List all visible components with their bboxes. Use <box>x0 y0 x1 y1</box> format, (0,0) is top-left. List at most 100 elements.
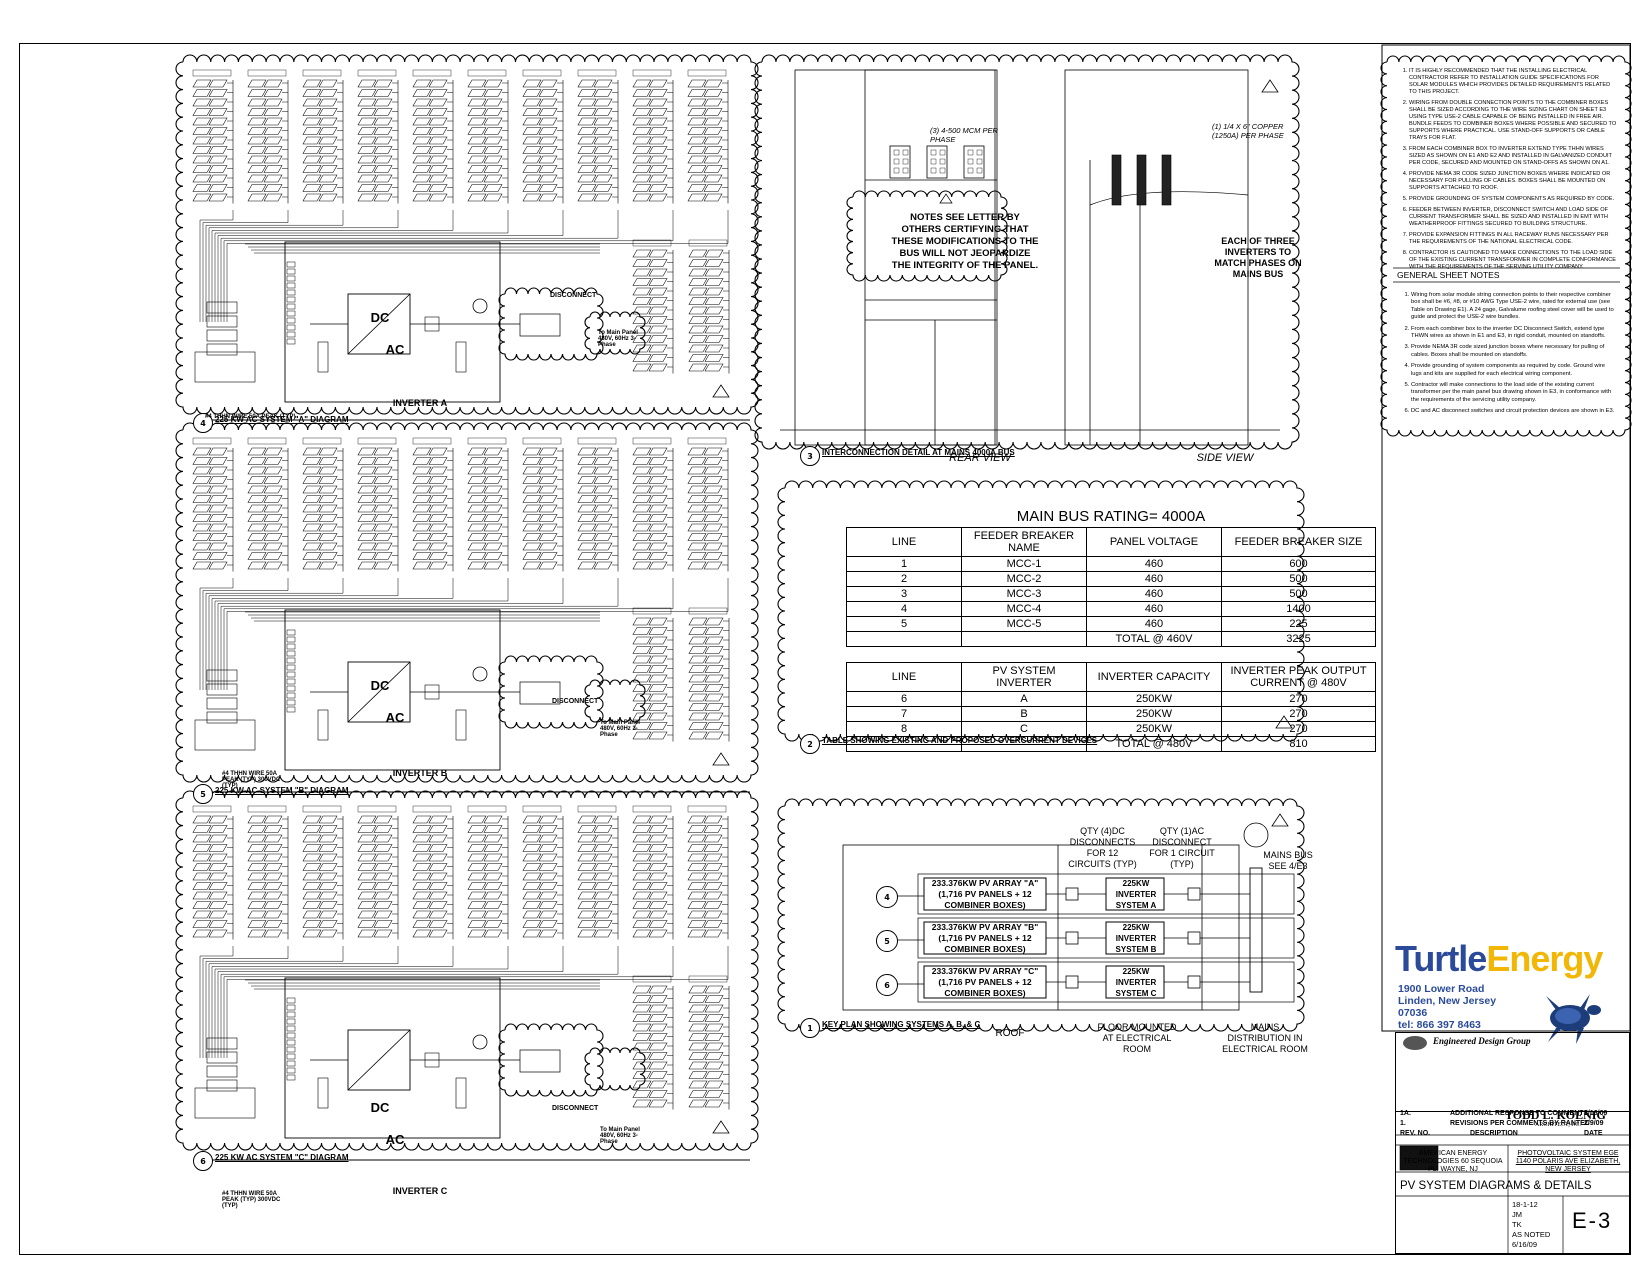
pv-panel <box>703 552 723 560</box>
bus-table-title: MAIN BUS RATING= 4000A <box>1016 508 1206 525</box>
pv-panel <box>412 98 432 107</box>
pv-panel <box>247 853 267 862</box>
pv-panel <box>538 853 558 862</box>
pv-panel <box>648 872 668 881</box>
pv-panel <box>318 910 338 919</box>
pv-panel <box>192 542 212 551</box>
pv-panel <box>318 863 338 871</box>
pv-panel <box>357 98 377 107</box>
pv-panel <box>412 127 432 135</box>
pv-panel <box>648 693 668 702</box>
pv-panel <box>373 447 393 456</box>
pv-panel <box>688 731 708 740</box>
pv-panel <box>577 193 597 202</box>
lug-bolt <box>893 149 900 156</box>
pv-panel <box>577 882 597 890</box>
sheet-note: FROM EACH COMBINER BOX TO INVERTER EXTEN… <box>1409 146 1617 167</box>
pv-panel <box>373 815 393 824</box>
terminal <box>286 1032 296 1039</box>
title-block-field: JM <box>1512 1210 1522 1219</box>
pv-panel <box>428 901 448 909</box>
sheet-note: PROVIDE GROUNDING OF SYSTEM COMPONENTS A… <box>1409 196 1617 203</box>
pv-panel <box>428 891 448 900</box>
terminal <box>286 338 296 345</box>
pv-panel <box>648 834 668 843</box>
key-detail-tag <box>1243 822 1269 848</box>
pv-panel <box>632 504 652 513</box>
pv-panel <box>648 335 668 343</box>
pv-panel <box>263 542 283 551</box>
pv-panel <box>208 882 228 890</box>
revision-cell: 2/9/09 <box>1584 1120 1604 1127</box>
inverter-a-dc: DC <box>370 310 390 325</box>
pv-panel <box>687 901 707 909</box>
pv-panel <box>357 920 377 928</box>
inverter-c-dc: DC <box>370 1100 390 1115</box>
pv-panel <box>263 863 283 871</box>
pv-panel <box>373 184 393 192</box>
pv-panel <box>247 117 267 126</box>
pv-panel <box>428 514 448 522</box>
pv-panel <box>247 901 267 909</box>
pv-panel <box>467 127 487 135</box>
pv-panel <box>192 514 212 522</box>
pv-panel <box>357 79 377 88</box>
pv-panel <box>373 825 393 833</box>
pv-panel <box>632 665 652 673</box>
combiner-box-tag <box>577 805 617 813</box>
pv-panel <box>208 561 228 570</box>
combiner-box-tag <box>467 69 507 77</box>
pv-panel <box>648 79 668 88</box>
pv-panel <box>318 815 338 824</box>
pv-panel <box>373 89 393 97</box>
pv-panel <box>302 89 322 97</box>
pv-panel <box>357 872 377 881</box>
pv-panel <box>467 146 487 154</box>
pv-panel <box>357 155 377 164</box>
table-cell: 6 <box>846 691 962 707</box>
pv-panel <box>522 466 542 475</box>
pv-panel <box>302 127 322 135</box>
pv-panel <box>192 504 212 513</box>
pv-panel <box>208 89 228 97</box>
disconnect-switch <box>519 1049 561 1073</box>
pv-panel <box>538 98 558 107</box>
revision-triangle <box>939 193 953 204</box>
pv-panel <box>688 646 708 654</box>
pv-panel <box>428 108 448 116</box>
pv-panel <box>577 108 597 116</box>
pv-panel <box>704 1004 724 1013</box>
pv-panel <box>302 117 322 126</box>
pv-panel <box>704 278 724 286</box>
pv-panel <box>412 891 432 900</box>
pv-panel <box>704 259 724 267</box>
pv-panel <box>648 703 668 711</box>
pv-panel <box>208 901 228 909</box>
pv-panel <box>593 117 613 126</box>
pv-panel <box>302 844 322 852</box>
pv-panel <box>467 834 487 843</box>
pv-panel <box>373 891 393 900</box>
pv-panel <box>632 825 652 833</box>
pv-panel <box>263 882 283 890</box>
pv-panel <box>357 108 377 116</box>
pv-panel <box>357 127 377 135</box>
terminal <box>286 664 296 671</box>
pv-panel <box>704 325 724 334</box>
pv-panel <box>263 117 283 126</box>
pv-panel <box>318 485 338 494</box>
pv-panel <box>538 165 558 173</box>
pv-panel <box>247 834 267 843</box>
pv-panel <box>593 89 613 97</box>
system-c-cloud <box>175 790 759 1151</box>
pv-panel <box>483 920 503 928</box>
pv-panel <box>687 844 707 852</box>
pv-panel <box>577 523 597 532</box>
terminal <box>286 692 296 699</box>
pv-panel <box>318 533 338 541</box>
pv-panel <box>704 731 724 740</box>
pv-panel <box>412 504 432 513</box>
pv-panel <box>648 882 668 890</box>
pv-panel <box>538 872 558 881</box>
terminal <box>286 671 296 678</box>
